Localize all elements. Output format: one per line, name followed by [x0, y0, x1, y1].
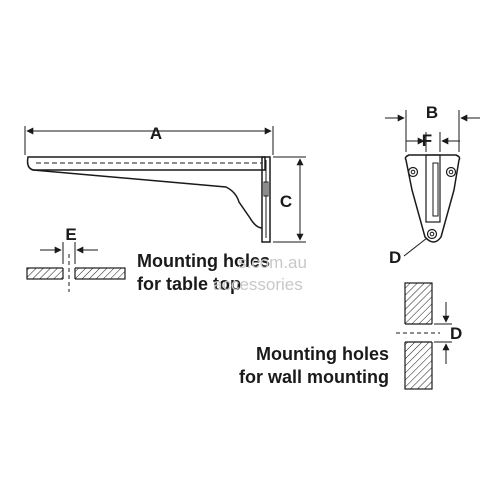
watermark-line2: accessories: [213, 275, 303, 294]
dimension-a: A: [24, 124, 274, 155]
table-top-caption-line2: for table top: [137, 274, 241, 294]
dimension-d-wall: D: [434, 302, 462, 364]
dimension-d-bracket-label: D: [389, 248, 401, 267]
wall-caption-line2: for wall mounting: [239, 367, 389, 387]
dimension-b: B: [385, 103, 480, 152]
wall-hole-section: [396, 282, 440, 390]
dimension-f-label: F: [422, 131, 432, 150]
back-plate-front-view: [404, 154, 461, 243]
table-top-caption-line1: Mounting holes: [137, 251, 270, 271]
watermark-line1: s.com.au: [238, 253, 307, 272]
bracket-hole-leader: D: [389, 237, 428, 267]
bracket-side-view: [26, 156, 271, 243]
dimension-b-label: B: [426, 103, 438, 122]
dimension-f: F: [406, 131, 460, 152]
dimension-c-label: C: [280, 192, 292, 211]
dimension-c: C: [273, 156, 306, 243]
dimension-e: E: [40, 225, 98, 264]
dimension-a-label: A: [150, 124, 162, 143]
wall-caption-line1: Mounting holes: [256, 344, 389, 364]
dimension-d-wall-label: D: [450, 324, 462, 343]
dimension-e-label: E: [65, 225, 76, 244]
table-top-hole-section: [26, 254, 126, 292]
